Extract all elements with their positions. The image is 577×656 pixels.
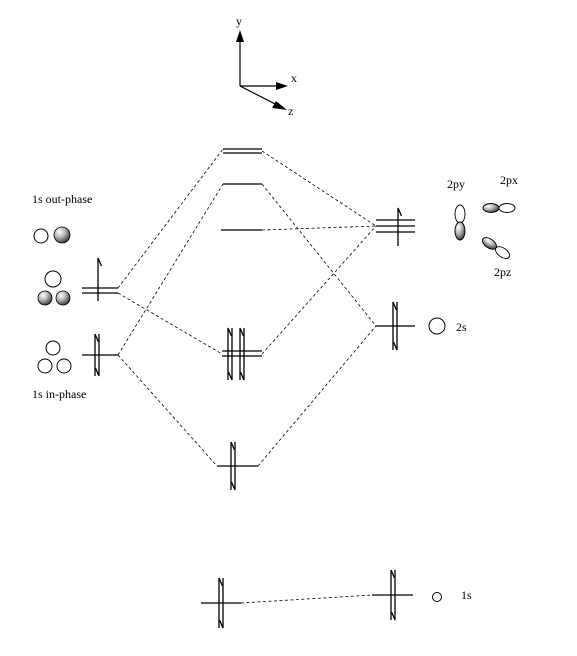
out-phase-label: 1s out-phase: [32, 192, 92, 206]
z-axis: [239, 85, 282, 108]
spin-up-electron: [239, 327, 245, 380]
correlation-line: [117, 292, 223, 355]
x-axis-arrowhead: [276, 82, 288, 90]
s-orbital-2s: [428, 317, 446, 335]
correlation-lines: [117, 148, 377, 604]
spin-up-electron: [97, 257, 103, 301]
molecular-orbital-levels: [201, 148, 262, 604]
p-orbital-lobe: [498, 203, 516, 213]
spin-down-electron: [227, 328, 233, 381]
spin-down-electron: [218, 578, 224, 629]
s-orbital-1s: [432, 592, 442, 602]
spin-up-electron: [227, 327, 233, 380]
p-orbital-2px: [482, 203, 516, 213]
open-lobe: [37, 358, 53, 374]
spin-up-electron: [218, 577, 224, 628]
spin-down-electron: [392, 302, 398, 351]
p-orbital-lobe: [454, 221, 466, 241]
orbital-2py-label: 2py: [447, 177, 465, 191]
electron-arrows: [94, 207, 403, 629]
y-axis-arrowhead: [236, 30, 244, 42]
x-axis-label: x: [291, 71, 297, 85]
open-lobe: [33, 228, 49, 244]
correlation-line: [117, 183, 224, 356]
orbital-2px-label: 2px: [500, 173, 518, 187]
shaded-lobe: [55, 290, 71, 306]
spin-up-electron: [397, 207, 403, 246]
shaded-lobe: [37, 290, 53, 306]
open-lobe: [56, 358, 72, 374]
orbital-2s-label: 2s: [456, 320, 467, 334]
open-lobe: [45, 340, 61, 356]
h3-fragment-orbitals: 1s out-phase 1s in-phase: [32, 192, 118, 401]
z-axis-arrowhead: [272, 101, 287, 110]
correlation-line: [261, 225, 377, 231]
in-phase-label: 1s in-phase: [32, 387, 86, 401]
spin-down-electron: [239, 328, 245, 381]
correlation-line: [261, 150, 377, 227]
spin-down-electron: [230, 442, 236, 491]
correlation-line: [117, 148, 224, 289]
p-orbital-2py: [454, 204, 466, 241]
spin-up-electron: [94, 333, 100, 376]
p-orbital-lobe: [482, 203, 500, 213]
shaded-lobe: [53, 226, 71, 244]
correlation-line: [257, 325, 377, 467]
spin-down-electron: [94, 334, 100, 377]
correlation-line: [261, 183, 377, 327]
orbital-1s-label: 1s: [461, 588, 472, 602]
spin-up-electron: [230, 441, 236, 490]
spin-up-electron: [390, 569, 396, 620]
spin-down-electron: [390, 570, 396, 621]
z-axis-label: z: [288, 104, 293, 118]
correlation-line: [117, 354, 218, 467]
orbital-2pz-label: 2pz: [494, 265, 511, 279]
correlation-line: [240, 594, 373, 604]
p-orbital-lobe: [495, 246, 511, 259]
p-orbital-lobe: [454, 204, 466, 224]
correlation-line: [261, 225, 377, 355]
atomic-orbitals: 2py 2px 2pz 2s 1s: [372, 173, 518, 602]
coordinate-axes: y x z: [236, 14, 297, 118]
p-orbital-2pz: [481, 237, 511, 259]
spin-up-electron: [392, 301, 398, 350]
y-axis-label: y: [236, 14, 242, 28]
open-lobe: [44, 270, 62, 288]
